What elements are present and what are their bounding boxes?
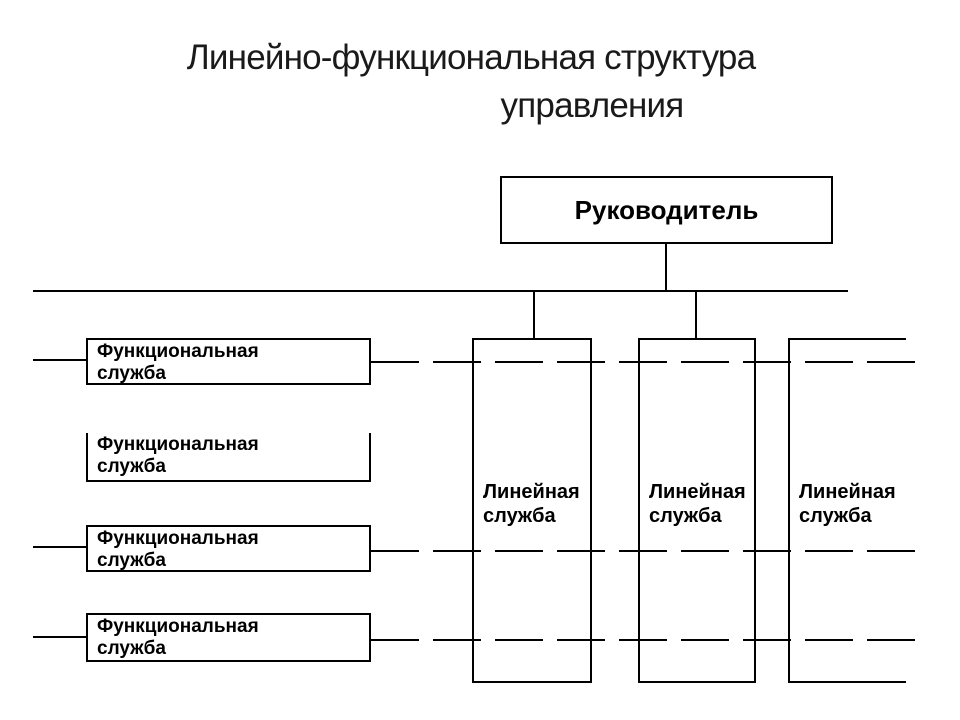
director-drop-line: [665, 244, 667, 291]
functional-service-4-label-line2: служба: [97, 638, 166, 659]
functional-service-box-3: Функциональная служба: [86, 525, 371, 572]
director-box: Руководитель: [500, 176, 833, 244]
functional-service-1-label-line1: Функциональная: [97, 341, 259, 362]
linear-service-2-label-line2: служба: [649, 505, 722, 527]
functional-service-4-label-line1: Функциональная: [97, 616, 259, 637]
functional-service-box-2: Функциональная служба: [86, 433, 371, 482]
diagram-title-line1: Линейно-функциональная структура: [186, 38, 756, 77]
dashed-line-functional-1: [371, 361, 923, 363]
linear-service-box-2: Линейная служба: [638, 338, 756, 683]
functional-service-3-label-line2: служба: [97, 550, 166, 571]
linear-service-2-label-line1: Линейная: [649, 481, 746, 503]
dashed-line-functional-3: [371, 550, 923, 552]
drop-line-linear-1: [533, 290, 535, 339]
linear-service-box-1: Линейная служба: [472, 338, 592, 683]
functional-service-2-label-line1: Функциональная: [97, 434, 259, 455]
linear-service-1-label-line2: служба: [483, 505, 556, 527]
linear-service-1-label-line1: Линейная: [483, 481, 580, 503]
left-stub-functional-1: [33, 359, 86, 361]
functional-service-3-label-line1: Функциональная: [97, 528, 259, 549]
left-stub-functional-4: [33, 636, 86, 638]
diagram-title-line2: управления: [500, 86, 685, 125]
linear-service-3-label-line2: служба: [799, 505, 872, 527]
functional-service-1-label-line2: служба: [97, 363, 166, 384]
main-horizontal-rail: [33, 290, 848, 292]
linear-service-box-3: Линейная служба: [788, 338, 906, 683]
linear-service-3-label-line1: Линейная: [799, 481, 896, 503]
functional-service-box-4: Функциональная служба: [86, 613, 371, 662]
drop-line-linear-2: [695, 290, 697, 339]
dashed-line-functional-4: [371, 639, 923, 641]
functional-service-box-1: Функциональная служба: [86, 338, 371, 385]
left-stub-functional-3: [33, 546, 86, 548]
functional-service-2-label-line2: служба: [97, 456, 166, 477]
director-label: Руководитель: [574, 194, 759, 225]
